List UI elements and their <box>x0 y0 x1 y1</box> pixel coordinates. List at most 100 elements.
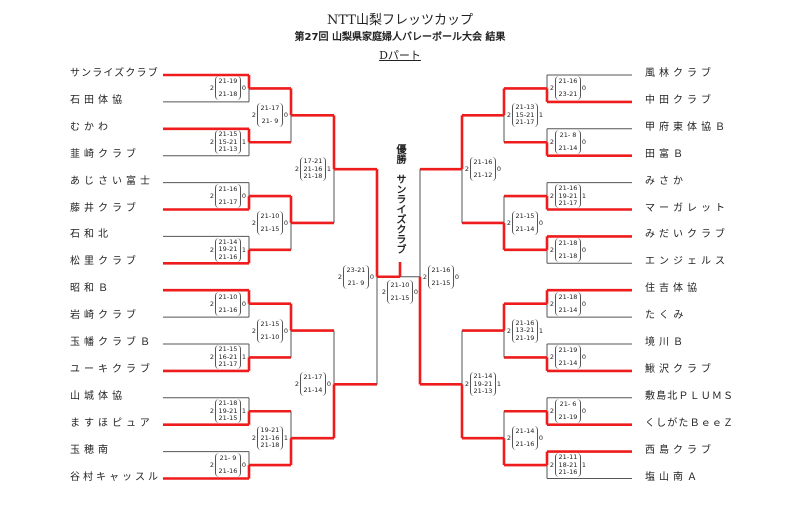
sets-lost: 1 <box>538 111 544 120</box>
set-score: 21-16 <box>303 164 323 173</box>
sets-won: 2 <box>209 138 215 147</box>
sets-won: 2 <box>506 111 512 120</box>
set-score: 16-21 <box>218 352 238 361</box>
set-score: 19-21 <box>473 379 493 388</box>
sets-won: 2 <box>251 326 257 335</box>
sets-won: 2 <box>549 407 555 416</box>
set-score: 21-18 <box>218 90 238 99</box>
sets-lost: 0 <box>581 299 587 308</box>
set-score: 19-21 <box>218 406 238 415</box>
sets-lost: 1 <box>241 407 247 416</box>
sets-won: 2 <box>209 192 215 201</box>
set-score: 21- 8 <box>559 131 577 140</box>
sets-won: 2 <box>549 299 555 308</box>
team-name: 韮崎クラブ <box>70 148 140 160</box>
set-score: 21-17 <box>303 373 323 382</box>
sets-lost: 1 <box>283 434 289 443</box>
sets-lost: 1 <box>326 165 332 174</box>
sets-lost: 0 <box>241 192 247 201</box>
sets-won: 2 <box>506 434 512 443</box>
set-score: 21-14 <box>303 386 323 395</box>
sets-won: 2 <box>549 353 555 362</box>
sets-won: 2 <box>464 380 470 389</box>
set-score: 18-21 <box>558 460 578 469</box>
sets-lost: 0 <box>581 138 587 147</box>
team-name: 昭和Ｂ <box>70 283 112 295</box>
set-score: 21-15 <box>260 319 280 328</box>
team-name: ユーキクラブ <box>70 363 154 375</box>
team-name: 田富Ｂ <box>645 148 687 160</box>
set-score: 21-15 <box>431 278 451 287</box>
sets-won: 2 <box>209 84 215 93</box>
sets-won: 2 <box>506 218 512 227</box>
team-name: 岩崎クラブ <box>70 310 140 322</box>
set-score: 21- 6 <box>559 400 577 409</box>
sets-lost: 0 <box>241 299 247 308</box>
set-score: 21-17 <box>558 199 578 208</box>
team-name: 鰍沢クラブ <box>645 363 715 375</box>
set-score: 21-15 <box>515 211 535 220</box>
set-score: 21-14 <box>558 359 578 368</box>
sets-won: 2 <box>209 407 215 416</box>
sets-won: 2 <box>549 192 555 201</box>
team-name: みだいクラブ <box>645 229 729 241</box>
set-score: 23-21 <box>346 265 366 274</box>
set-score: 21-19 <box>218 77 238 86</box>
set-score: 21- 9 <box>347 278 365 287</box>
sets-lost: 0 <box>581 353 587 362</box>
set-score: 21-10 <box>390 281 410 289</box>
set-score: 21-16 <box>218 305 238 314</box>
set-score: 21-13 <box>473 387 493 396</box>
sets-won: 2 <box>209 461 215 470</box>
sets-lost: 0 <box>283 326 289 335</box>
sets-won: 2 <box>251 434 257 443</box>
sets-lost: 0 <box>283 218 289 227</box>
team-name: 松里クラブ <box>70 256 140 268</box>
set-score: 21-14 <box>218 237 238 246</box>
part-heading: Dパート <box>0 47 800 63</box>
sets-won: 2 <box>251 218 257 227</box>
set-score: 21-15 <box>218 345 238 354</box>
tournament-title: NTT山梨フレッツカップ <box>327 13 473 28</box>
set-score: 21-13 <box>218 145 238 154</box>
set-score: 21-11 <box>558 453 578 462</box>
champion-label: 優勝 <box>394 144 405 164</box>
set-score: 21-18 <box>260 441 280 450</box>
set-score: 21-16 <box>218 252 238 261</box>
team-name: 境川Ｂ <box>645 337 687 348</box>
set-score: 21-16 <box>218 185 238 194</box>
set-score: 21-16 <box>515 440 535 449</box>
sets-lost: 1 <box>241 138 247 147</box>
team-name: 塩山南Ａ <box>645 471 701 483</box>
part-label: Dパート <box>379 49 421 62</box>
set-score: 21-17 <box>218 198 238 207</box>
sets-won: 2 <box>549 245 555 254</box>
set-score: 21-17 <box>515 118 535 127</box>
team-name: エンジェルス <box>645 256 729 268</box>
team-name: くしがたＢｅｅＺ <box>645 417 735 429</box>
team-name: みさか <box>645 175 687 187</box>
